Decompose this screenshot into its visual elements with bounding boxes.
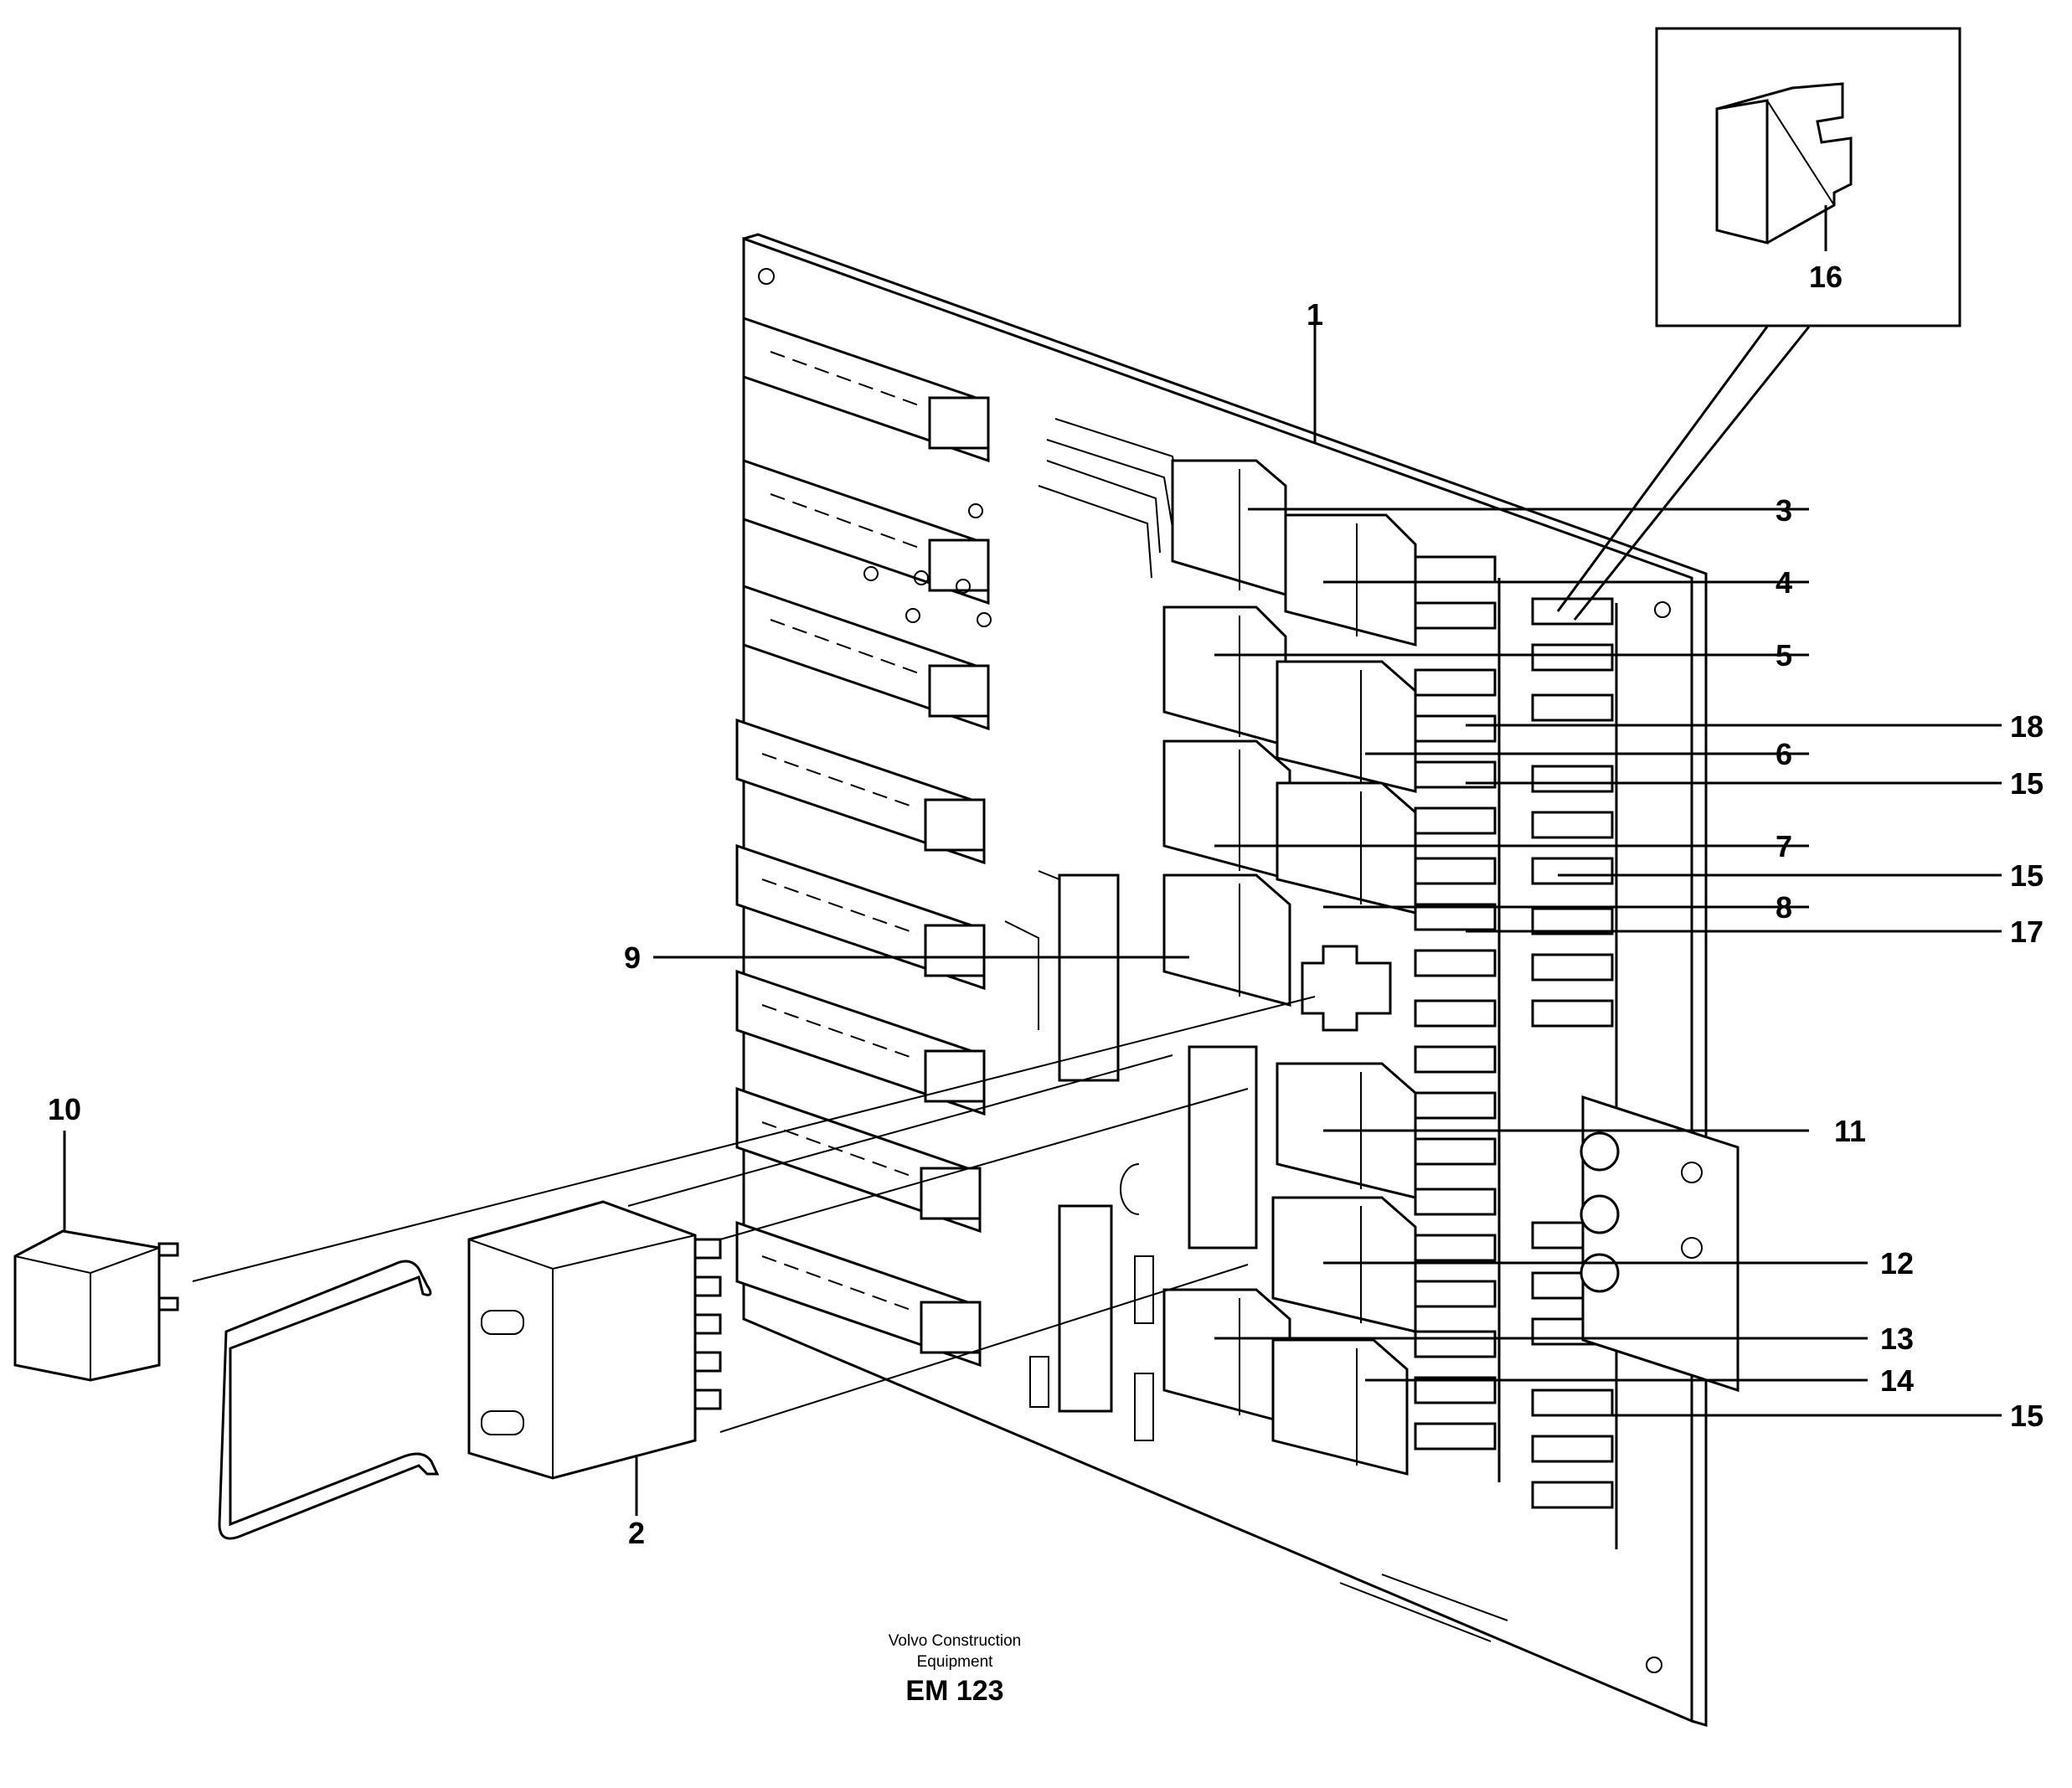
callout-12: 12 <box>1880 1246 1914 1280</box>
explode-line <box>627 1054 1173 1207</box>
callout-3: 3 <box>1776 493 1792 528</box>
standalone-relay <box>13 1229 179 1382</box>
callout-7: 7 <box>1776 829 1792 863</box>
fuse-column-left <box>1414 555 1501 1482</box>
explode-line <box>719 1264 1249 1433</box>
inset-leader-line <box>1556 326 1769 612</box>
callout-leaders <box>63 306 2002 1516</box>
fuse-detail-inset <box>1655 27 1961 327</box>
relays <box>1162 459 1417 1476</box>
edge-connector <box>735 843 986 991</box>
callout-6: 6 <box>1776 737 1792 771</box>
timer-relay <box>467 1200 722 1480</box>
callout-15-middle: 15 <box>2010 858 2044 893</box>
callout-8: 8 <box>1776 890 1792 925</box>
credit-line-2: Equipment <box>917 1653 994 1671</box>
edge-connector <box>742 584 990 731</box>
edge-connector <box>742 458 990 605</box>
edge-connector <box>735 1220 982 1368</box>
relay-socket <box>1301 945 1392 1032</box>
figure-code: EM 123 <box>905 1675 1003 1707</box>
callout-labels: 1 3 4 5 18 6 15 7 15 8 17 9 10 11 12 13 … <box>48 260 2044 1550</box>
callout-14: 14 <box>1880 1363 1914 1398</box>
inset-leader-line <box>1573 326 1811 621</box>
fuse-column-right <box>1531 597 1618 1549</box>
callout-2: 2 <box>628 1516 645 1550</box>
relay-14 <box>1271 1338 1409 1476</box>
relay-3 <box>1171 459 1287 597</box>
publisher-credit: Volvo Construction Equipment EM 123 <box>889 1632 1021 1707</box>
callout-5: 5 <box>1776 638 1792 672</box>
callout-4: 4 <box>1776 565 1792 600</box>
callout-9: 9 <box>624 940 641 975</box>
relay-4 <box>1284 513 1417 647</box>
relay-9 <box>1162 873 1291 1007</box>
callout-10: 10 <box>48 1092 81 1126</box>
edge-connectors <box>735 316 990 1368</box>
credit-line-1: Volvo Construction <box>889 1632 1021 1650</box>
explode-line <box>192 996 1316 1282</box>
callout-11: 11 <box>1834 1114 1866 1148</box>
callout-17: 17 <box>2010 915 2044 949</box>
terminal-bracket <box>1580 1095 1740 1393</box>
relay-2-socket <box>1188 1045 1258 1250</box>
explode-line <box>719 1088 1249 1240</box>
callout-15-lower: 15 <box>2010 1399 2044 1433</box>
retaining-clip <box>218 1260 440 1540</box>
callout-18: 18 <box>2010 709 2044 744</box>
callout-1: 1 <box>1307 297 1323 332</box>
edge-connector <box>735 718 986 865</box>
callout-13: 13 <box>1880 1322 1914 1356</box>
callout-15-upper: 15 <box>2010 766 2044 801</box>
relay-12 <box>1271 1196 1417 1333</box>
edge-connector <box>742 316 990 463</box>
fuse-rows <box>1414 555 1618 1549</box>
callout-16: 16 <box>1809 260 1843 294</box>
